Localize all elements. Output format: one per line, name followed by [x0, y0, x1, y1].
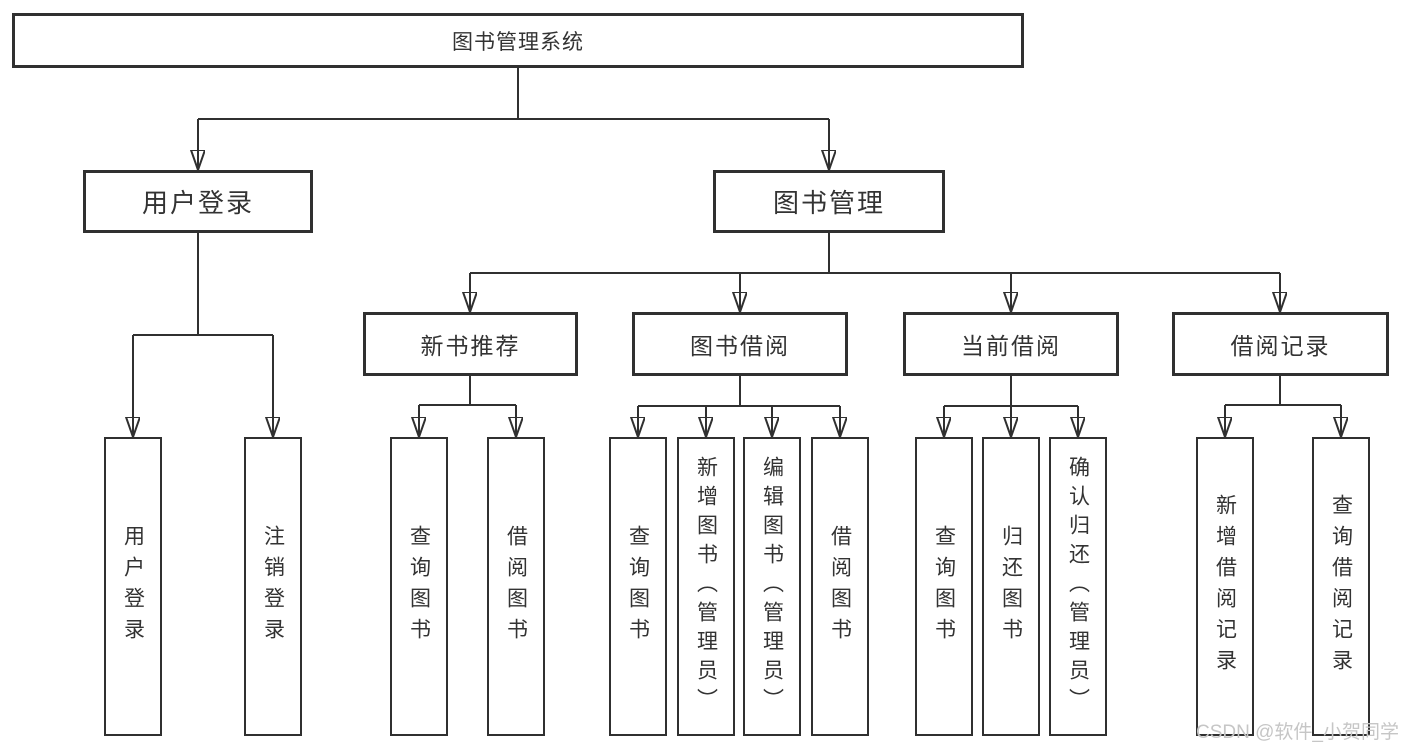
leaf-newrec-borrow-books: 借阅图书: [487, 437, 545, 736]
node-label: 用户登录: [141, 188, 254, 218]
node-label: 新增借阅记录: [1213, 493, 1237, 680]
node-label: 新增图书（管理员）: [694, 456, 718, 717]
leaf-current-confirm-return: 确认归还（管理员）: [1049, 437, 1107, 736]
node-borrow-records: 借阅记录: [1172, 312, 1389, 376]
leaf-logout: 注销登录: [244, 437, 302, 736]
node-label: 确认归还（管理员）: [1066, 456, 1090, 717]
edge-book-management-trunk: [470, 233, 1280, 274]
node-label: 查询图书: [626, 524, 650, 649]
leaf-borrow-add-books: 新增图书（管理员）: [677, 437, 735, 736]
edge-root-trunk: [198, 68, 829, 120]
leaf-records-add-record: 新增借阅记录: [1196, 437, 1254, 736]
node-label: 图书管理: [772, 188, 885, 218]
csdn-watermark: CSDN @软件_小贺同学: [1196, 722, 1399, 743]
leaf-newrec-query-books: 查询图书: [390, 437, 448, 736]
node-label: 用户登录: [121, 524, 145, 649]
leaf-borrow-borrow-books: 借阅图书: [811, 437, 869, 736]
node-label: 当前借阅: [961, 333, 1061, 359]
leaf-user-login: 用户登录: [104, 437, 162, 736]
node-user-login: 用户登录: [83, 170, 313, 233]
leaf-records-query-record: 查询借阅记录: [1312, 437, 1370, 736]
node-label: 借阅图书: [504, 524, 528, 649]
node-label: 图书管理系统: [452, 30, 584, 54]
node-label: 注销登录: [261, 524, 285, 649]
node-label: 查询借阅记录: [1329, 493, 1353, 680]
node-current-borrowing: 当前借阅: [903, 312, 1119, 376]
node-label: 借阅图书: [828, 524, 852, 649]
node-label: 借阅记录: [1230, 333, 1331, 359]
leaf-borrow-edit-books: 编辑图书（管理员）: [743, 437, 801, 736]
node-label: 编辑图书（管理员）: [760, 456, 784, 717]
leaf-current-query-books: 查询图书: [915, 437, 973, 736]
node-label: 查询图书: [932, 524, 956, 649]
edge-book-borrow-trunk: [638, 376, 840, 407]
node-book-management: 图书管理: [713, 170, 945, 233]
edge-new-book-trunk: [419, 376, 516, 406]
node-label: 归还图书: [999, 524, 1023, 649]
edge-user-login-trunk: [133, 233, 273, 336]
edge-current-borrow-trunk: [944, 376, 1078, 407]
leaf-current-return-books: 归还图书: [982, 437, 1040, 736]
node-book-borrowing: 图书借阅: [632, 312, 848, 376]
node-label: 查询图书: [407, 524, 431, 649]
node-root: 图书管理系统: [12, 13, 1024, 68]
node-label: 新书推荐: [420, 333, 521, 359]
node-new-book-recommend: 新书推荐: [363, 312, 578, 376]
edge-records-trunk: [1225, 376, 1341, 406]
leaf-borrow-query-books: 查询图书: [609, 437, 667, 736]
node-label: 图书借阅: [690, 333, 790, 359]
